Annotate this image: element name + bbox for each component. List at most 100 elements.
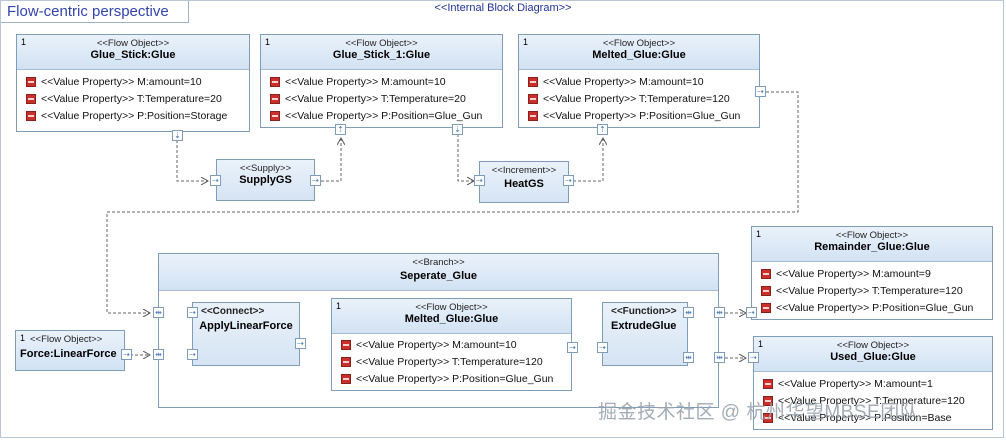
flow-object-name: Remainder_Glue:Glue <box>814 241 930 253</box>
property-icon <box>341 374 351 384</box>
multiplicity: 1 <box>21 37 27 47</box>
flow-object-glue-stick[interactable]: 1 <<Flow Object>> Glue_Stick:Glue <<Valu… <box>16 34 250 132</box>
output-pin-icon[interactable]: ⇣ <box>452 124 463 135</box>
input-pin-icon[interactable]: ⇢ <box>210 175 221 186</box>
flow-object-name: Force:LinearForce <box>20 348 117 360</box>
multiplicity: 1 <box>336 301 342 311</box>
input-pin-icon[interactable]: ⇢ <box>474 175 485 186</box>
output-pin-icon[interactable]: ⇹ <box>683 352 694 363</box>
property-icon <box>341 340 351 350</box>
value-property[interactable]: <<Value Property>> T:Temperature=120 <box>752 283 992 300</box>
property-icon <box>270 77 280 87</box>
property-icon <box>763 413 773 423</box>
property-icon <box>270 94 280 104</box>
flow-object-used-glue[interactable]: 1 <<Flow Object>> Used_Glue:Glue <<Value… <box>753 336 993 430</box>
output-pin-icon[interactable]: ⇹ <box>683 307 694 318</box>
flow-object-remainder-glue[interactable]: 1 <<Flow Object>> Remainder_Glue:Glue <<… <box>751 226 993 320</box>
action-extrude-glue[interactable]: <<Function>> ExtrudeGlue <box>602 302 688 366</box>
action-name: Seperate_Glue <box>399 270 478 282</box>
value-property[interactable]: <<Value Property>> P:Position=Base <box>754 410 992 427</box>
stereotype-label: <<Branch>> <box>412 257 465 268</box>
stereotype-label: <<Increment>> <box>491 165 557 176</box>
property-icon <box>528 77 538 87</box>
value-property[interactable]: <<Value Property>> M:amount=10 <box>261 74 502 91</box>
output-pin-icon[interactable]: ⇢ <box>310 175 321 186</box>
output-pin-icon[interactable]: ⇹ <box>714 307 725 318</box>
multiplicity: 1 <box>758 339 764 349</box>
value-property[interactable]: <<Value Property>> T:Temperature=20 <box>261 91 502 108</box>
flow-object-name: Glue_Stick_1:Glue <box>332 49 431 61</box>
output-pin-icon[interactable]: ⇢ <box>755 86 766 97</box>
flow-object-melted-glue-top[interactable]: 1 <<Flow Object>> Melted_Glue:Glue <<Val… <box>518 34 760 128</box>
value-property[interactable]: <<Value Property>> M:amount=10 <box>332 337 571 354</box>
action-name: ApplyLinearForce <box>199 320 293 332</box>
value-property[interactable]: <<Value Property>> M:amount=10 <box>17 74 249 91</box>
flow-melted-glue-to-branch <box>106 91 799 313</box>
property-icon <box>763 379 773 389</box>
value-property[interactable]: <<Value Property>> T:Temperature=120 <box>754 393 992 410</box>
property-icon <box>763 396 773 406</box>
input-pin-icon[interactable]: ⇢ <box>187 349 198 360</box>
multiplicity: 1 <box>265 37 271 47</box>
watermark: 掘金技术社区 @ 杭州华望MBSE团队 <box>598 402 920 423</box>
stereotype-label: <<Flow Object>> <box>96 38 170 49</box>
property-icon <box>761 269 771 279</box>
action-supply-gs[interactable]: <<Supply>> SupplyGS <box>216 159 315 201</box>
output-pin-icon[interactable]: ⇢ <box>563 175 574 186</box>
value-property[interactable]: <<Value Property>> T:Temperature=20 <box>17 91 249 108</box>
property-icon <box>270 111 280 121</box>
action-name: SupplyGS <box>239 174 292 186</box>
input-pin-icon[interactable]: ⇢ <box>746 307 757 318</box>
value-property[interactable]: <<Value Property>> T:Temperature=120 <box>519 91 759 108</box>
value-property[interactable]: <<Value Property>> P:Position=Glue_Gun <box>261 108 502 125</box>
stereotype-label: <<Flow Object>> <box>30 334 103 345</box>
value-property[interactable]: <<Value Property>> P:Position=Glue_Gun <box>332 371 571 388</box>
output-pin-icon[interactable]: ⇹ <box>714 352 725 363</box>
flow-supply-to-glue-stick-1 <box>321 138 341 182</box>
flow-object-glue-stick-1[interactable]: 1 <<Flow Object>> Glue_Stick_1:Glue <<Va… <box>260 34 503 128</box>
property-icon <box>26 94 36 104</box>
property-icon <box>26 111 36 121</box>
action-name: HeatGS <box>504 178 544 190</box>
flow-glue-stick-to-supply <box>176 140 208 181</box>
output-pin-icon[interactable]: ⇢ <box>567 342 578 353</box>
stereotype-label: <<Supply>> <box>239 163 292 174</box>
action-apply-linear-force[interactable]: <<Connect>> ApplyLinearForce <box>192 302 300 366</box>
flow-object-name: Melted_Glue:Glue <box>592 49 686 61</box>
output-pin-icon[interactable]: ⇢ <box>295 338 306 349</box>
input-pin-icon[interactable]: ⇢ <box>748 352 759 363</box>
value-property[interactable]: <<Value Property>> M:amount=1 <box>754 376 992 393</box>
value-property[interactable]: <<Value Property>> M:amount=9 <box>752 266 992 283</box>
input-pin-icon[interactable]: ⇢ <box>597 342 608 353</box>
stereotype-label: <<Flow Object>> <box>602 38 676 49</box>
flow-object-force[interactable]: 1 <<Flow Object>> Force:LinearForce <box>15 330 125 371</box>
output-pin-icon[interactable]: ⇣ <box>172 130 183 141</box>
property-icon <box>761 286 771 296</box>
value-property[interactable]: <<Value Property>> P:Position=Glue_Gun <box>519 108 759 125</box>
output-pin-icon[interactable]: ⇢ <box>121 349 132 360</box>
flow-object-melted-glue-inner[interactable]: 1 <<Flow Object>> Melted_Glue:Glue <<Val… <box>331 298 572 391</box>
input-pin-icon[interactable]: ⇹ <box>153 349 164 360</box>
action-name: ExtrudeGlue <box>611 320 677 332</box>
stereotype-label: <<Connect>> <box>201 306 265 317</box>
value-property[interactable]: <<Value Property>> T:Temperature=120 <box>332 354 571 371</box>
multiplicity: 1 <box>20 333 26 343</box>
property-icon <box>528 111 538 121</box>
input-pin-icon[interactable]: ⇹ <box>153 307 164 318</box>
property-icon <box>761 303 771 313</box>
value-property[interactable]: <<Value Property>> P:Position=Glue_Gun <box>752 300 992 317</box>
stereotype-label: <<Flow Object>> <box>835 230 909 241</box>
value-property[interactable]: <<Value Property>> M:amount=10 <box>519 74 759 91</box>
value-property[interactable]: <<Value Property>> P:Position=Storage <box>17 108 249 125</box>
input-pin-icon[interactable]: ⇡ <box>335 124 346 135</box>
input-pin-icon[interactable]: ⇡ <box>597 124 608 135</box>
action-heat-gs[interactable]: <<Increment>> HeatGS <box>479 161 569 203</box>
input-pin-icon[interactable]: ⇢ <box>187 307 198 318</box>
property-icon <box>26 77 36 87</box>
multiplicity: 1 <box>756 229 762 239</box>
diagram-type-label: <<Internal Block Diagram>> <box>434 2 572 14</box>
property-icon <box>528 94 538 104</box>
flow-glue-stick-1-to-heat <box>457 134 474 181</box>
flow-object-name: Glue_Stick:Glue <box>90 49 176 61</box>
